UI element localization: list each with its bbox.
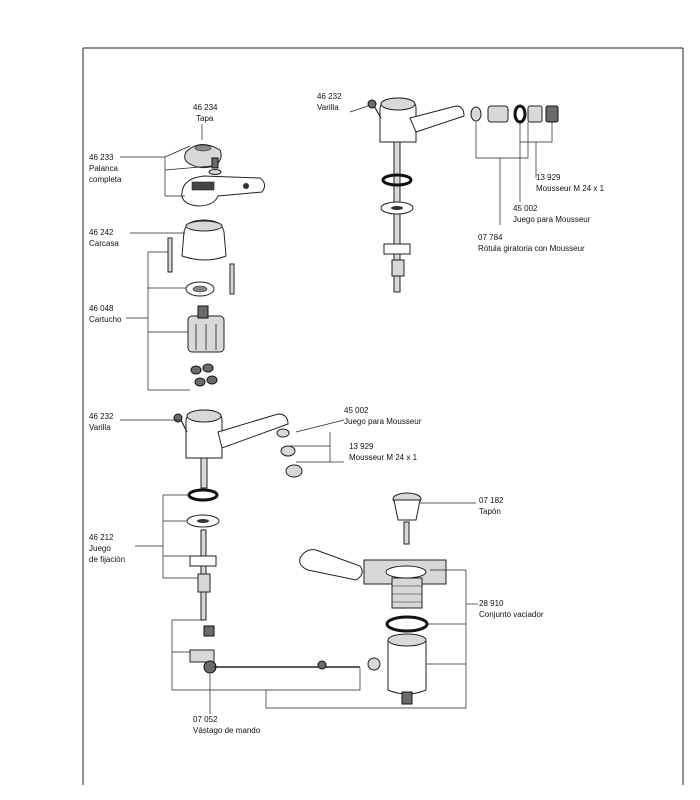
part-name: Conjunto vaciador xyxy=(479,610,544,619)
swivel-aerator-parts xyxy=(470,104,559,124)
part-name: Tapa xyxy=(196,114,214,123)
part-code: 28 910 xyxy=(479,599,504,608)
cartridge-seals xyxy=(190,363,218,387)
faucet-body-left xyxy=(173,409,289,489)
leader-lines xyxy=(120,105,553,714)
part-code: 46 232 xyxy=(89,412,114,421)
part-name: Carcasa xyxy=(89,239,119,248)
part-name: Vástago de mando xyxy=(193,726,261,735)
cartridge-part xyxy=(187,305,225,353)
part-name: Varilla xyxy=(89,423,111,432)
callout-juego-mousseur-mid: 45 002 Juego para Mousseur xyxy=(344,406,422,426)
part-code: 46 232 xyxy=(317,92,342,101)
part-code: 46 048 xyxy=(89,304,114,313)
part-name: Juego para Mousseur xyxy=(513,215,591,224)
part-code: 07 182 xyxy=(479,496,504,505)
screw-part xyxy=(208,157,222,175)
ring-plate-part xyxy=(185,281,215,297)
callout-mousseur-top: 13 929 Mousseur M 24 x 1 xyxy=(536,173,605,193)
part-name: Mousseur M 24 x 1 xyxy=(536,184,605,193)
part-name-line2: completa xyxy=(89,175,122,184)
callout-cartucho: 46 048 Cartucho xyxy=(89,304,122,324)
part-code: 46 212 xyxy=(89,533,114,542)
part-name-line2: de fijación xyxy=(89,555,125,564)
callout-palanca: 46 233 Palanca completa xyxy=(89,153,122,184)
callout-juego-mousseur-top: 45 002 Juego para Mousseur xyxy=(513,204,591,224)
fixing-set-part xyxy=(186,488,220,621)
part-name: Rótula giratoria con Mousseur xyxy=(478,244,585,253)
callout-varilla-top: 46 232 Varilla xyxy=(317,92,342,112)
callout-tapon: 07 182 Tapón xyxy=(479,496,504,516)
callout-vastago: 07 052 Vástago de mando xyxy=(193,715,261,735)
callout-mousseur-mid: 13 929 Mousseur M 24 x 1 xyxy=(349,442,418,462)
part-code: 45 002 xyxy=(513,204,538,213)
part-name: Mousseur M 24 x 1 xyxy=(349,453,418,462)
callout-conjunto-vaciador: 28 910 Conjunto vaciador xyxy=(479,599,544,619)
part-name: Cartucho xyxy=(89,315,122,324)
part-code: 46 242 xyxy=(89,228,114,237)
callout-varilla-left: 46 232 Varilla xyxy=(89,412,114,432)
housing-pins xyxy=(167,237,235,295)
part-name: Juego para Mousseur xyxy=(344,417,422,426)
part-name: Palanca xyxy=(89,164,118,173)
drain-body-part xyxy=(367,577,429,705)
callout-rotula: 07 784 Rótula giratoria con Mousseur xyxy=(478,233,585,253)
part-code: 46 233 xyxy=(89,153,114,162)
part-name: Juego xyxy=(89,544,111,553)
drain-basin-section xyxy=(299,549,447,585)
part-code: 13 929 xyxy=(536,173,561,182)
part-code: 13 929 xyxy=(349,442,374,451)
part-code: 07 052 xyxy=(193,715,218,724)
callout-tapa: 46 234 Tapa xyxy=(193,103,218,123)
lever-part xyxy=(181,175,266,207)
linkage-part xyxy=(189,625,360,674)
faucet-body-top xyxy=(367,97,465,293)
part-code: 46 234 xyxy=(193,103,218,112)
callout-juego-fijacion: 46 212 Juego de fijación xyxy=(89,533,125,564)
mid-aerator-parts xyxy=(276,428,303,478)
part-name: Tapón xyxy=(479,507,501,516)
housing-part xyxy=(181,219,227,261)
part-code: 45 002 xyxy=(344,406,369,415)
part-code: 07 784 xyxy=(478,233,503,242)
drain-stopper-part xyxy=(392,492,422,545)
callout-carcasa: 46 242 Carcasa xyxy=(89,228,119,248)
part-name: Varilla xyxy=(317,103,339,112)
